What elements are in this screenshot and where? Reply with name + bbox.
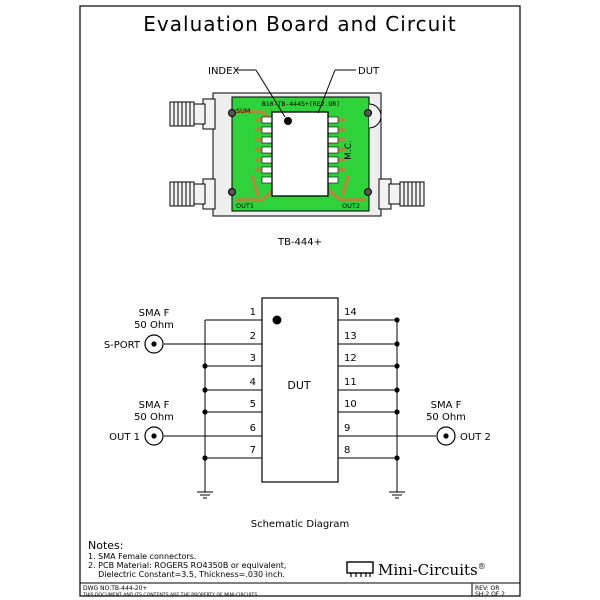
pin-8: 8 [344, 445, 350, 456]
note-3: Dielectric Constant=3.5, Thickness=.030 … [88, 570, 285, 579]
sma-connector-sum [169, 98, 216, 130]
pin-9: 9 [344, 423, 350, 434]
note-1: 1. SMA Female connectors. [88, 552, 196, 561]
out2-spec-line-2: 50 Ohm [426, 412, 466, 423]
revision: REV: OR [475, 585, 499, 592]
index-callout: INDEX [208, 66, 239, 77]
notes-heading: Notes: [88, 539, 123, 552]
pin-10: 10 [344, 399, 357, 410]
board-caption: TB-444+ [277, 237, 322, 248]
schematic-index-dot [272, 315, 282, 325]
dut-footprint [271, 111, 329, 197]
title-block: DWG NO:TB-444-20+ THIS DOCUMENT AND ITS … [80, 582, 520, 598]
pin-11: 11 [344, 377, 357, 388]
out2-label: OUT 2 [460, 432, 491, 443]
right-pin-numbers: 14 13 12 11 10 9 8 [344, 307, 357, 456]
sheet-border [79, 5, 521, 597]
mini-circuits-logo: Mini-Circuits® [346, 561, 486, 579]
property-note: THIS DOCUMENT AND ITS CONTENTS ARE THE P… [82, 592, 259, 598]
right-pin-lines [338, 319, 436, 459]
ground-symbol-right [389, 491, 405, 499]
pin-14: 14 [344, 307, 357, 318]
pin-4: 4 [250, 377, 256, 388]
brand-name: Mini-Circuits® [378, 561, 486, 579]
board-marking: B10-TB-444S+(REV.OR) [262, 100, 340, 108]
side-marking: M.C. [344, 140, 354, 160]
evaluation-board: B10-TB-444S+(REV.OR) M.C. SUM OUT1 OUT2 … [169, 66, 425, 248]
pin-12: 12 [344, 353, 357, 364]
mounting-screws [228, 109, 372, 196]
logo-chip-icon [346, 561, 374, 574]
pad-label-out1: OUT1 [236, 202, 254, 210]
notes: Notes: 1. SMA Female connectors. 2. PCB … [88, 539, 286, 579]
left-pin-numbers: 1 2 3 4 5 6 7 [250, 307, 256, 456]
left-pin-lines [164, 319, 262, 459]
sheet-number: SH:2 OF 2 [475, 591, 505, 598]
index-dot [284, 117, 292, 125]
ground-symbol-left [197, 491, 213, 499]
s-port-connector [144, 334, 164, 354]
s-port-spec-line-1: SMA F [139, 308, 170, 319]
out1-spec-line-1: SMA F [139, 400, 170, 411]
pin-3: 3 [250, 353, 256, 364]
sma-connector-out2 [378, 178, 425, 210]
out1-spec-line-2: 50 Ohm [134, 412, 174, 423]
pin-2: 2 [250, 331, 256, 342]
schematic: DUT [104, 297, 491, 530]
out1-label: OUT 1 [109, 432, 140, 443]
out1-connector [144, 426, 164, 446]
out2-spec-line-1: SMA F [431, 400, 462, 411]
pin-5: 5 [250, 399, 256, 410]
note-2: 2. PCB Material: ROGERS RO4350B or equiv… [88, 561, 286, 570]
s-port-spec-line-2: 50 Ohm [134, 320, 174, 331]
pcb-pads [261, 116, 339, 184]
registered-mark: ® [478, 562, 486, 571]
s-port-label: S-PORT [104, 340, 141, 351]
out2-connector [436, 426, 456, 446]
pin-1: 1 [250, 307, 256, 318]
schematic-dut-label: DUT [287, 379, 311, 392]
pin-13: 13 [344, 331, 357, 342]
dut-callout: DUT [358, 66, 380, 77]
pad-label-out2: OUT2 [342, 202, 360, 210]
schematic-caption: Schematic Diagram [251, 519, 350, 530]
junction-dots [202, 317, 400, 461]
pin-6: 6 [250, 423, 256, 434]
sma-connector-out1 [169, 178, 216, 210]
drawing-number: DWG NO:TB-444-20+ [83, 585, 147, 592]
pad-label-sum: SUM [236, 107, 251, 115]
page-title: Evaluation Board and Circuit [143, 12, 456, 36]
terminator-cap [368, 103, 382, 129]
pin-7: 7 [250, 445, 256, 456]
